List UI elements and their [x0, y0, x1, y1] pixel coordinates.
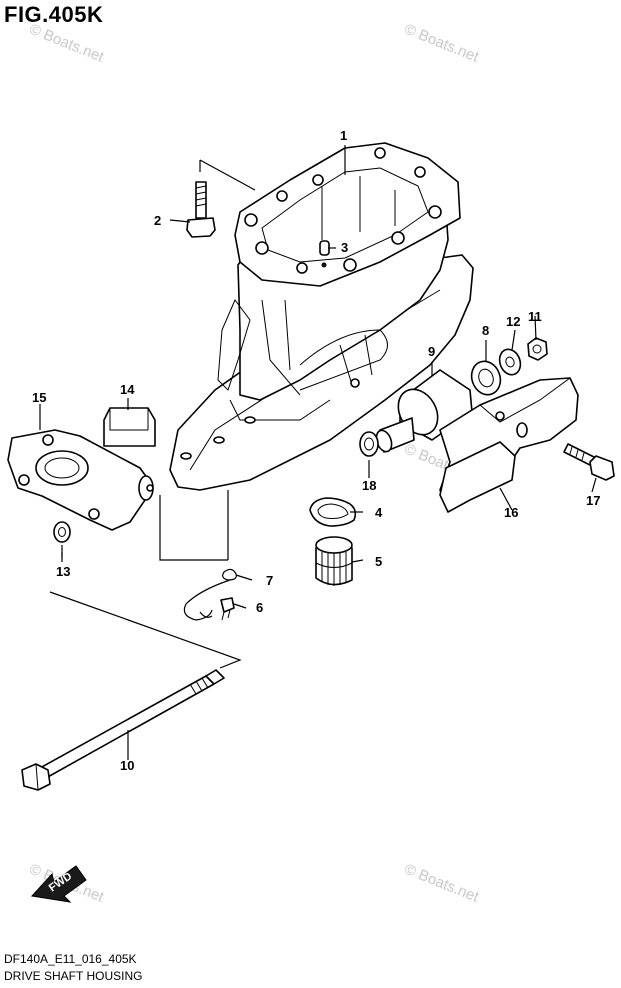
part-10-stud-bolt[interactable]: [21, 669, 225, 791]
part-2-bolt[interactable]: [186, 181, 216, 238]
part-11-nut[interactable]: [527, 337, 548, 361]
callout-7: 7: [266, 573, 273, 588]
reference-lines: [49, 159, 256, 669]
figure-name: DRIVE SHAFT HOUSING: [4, 969, 143, 983]
callout-16: 16: [504, 505, 518, 520]
callout-9: 9: [428, 344, 435, 359]
part-15-mount-bracket[interactable]: [7, 429, 154, 531]
leader-lines: [39, 145, 597, 760]
part-13-washer[interactable]: [53, 521, 71, 543]
callout-5: 5: [375, 554, 382, 569]
part-17-bolt[interactable]: [563, 443, 615, 481]
figure-title: FIG.405K: [4, 2, 104, 27]
callout-15: 15: [32, 390, 46, 405]
callout-18: 18: [362, 478, 376, 493]
drive-shaft-housing[interactable]: [169, 142, 474, 491]
part-18-o-ring[interactable]: [359, 431, 379, 457]
callout-13: 13: [56, 564, 70, 579]
callout-2: 2: [154, 213, 161, 228]
callout-12: 12: [506, 314, 520, 329]
forward-direction-arrow: FWD: [31, 865, 87, 903]
part-5-bearing[interactable]: [315, 536, 353, 586]
part-12-washer[interactable]: [496, 346, 524, 377]
part-7-clip[interactable]: [183, 568, 237, 621]
part-16-bracket[interactable]: [439, 377, 579, 513]
callout-10: 10: [120, 758, 134, 773]
callout-17: 17: [586, 493, 600, 508]
part-6-screw[interactable]: [220, 597, 235, 621]
callout-6: 6: [256, 600, 263, 615]
part-14-mount-rubber[interactable]: [103, 407, 156, 447]
part-8-washer[interactable]: [467, 357, 505, 399]
callout-14: 14: [120, 382, 135, 397]
part-4-gasket[interactable]: [309, 497, 357, 527]
callout-4: 4: [375, 505, 383, 520]
callout-3: 3: [341, 240, 348, 255]
callout-labels: 1 2 3 4 5 6 7 8 9 10 11 12 13 14 15 16 1…: [32, 128, 600, 773]
figure-code: DF140A_E11_016_405K: [4, 952, 137, 966]
callout-1: 1: [340, 128, 347, 143]
callout-11: 11: [528, 309, 542, 324]
callout-8: 8: [482, 323, 489, 338]
